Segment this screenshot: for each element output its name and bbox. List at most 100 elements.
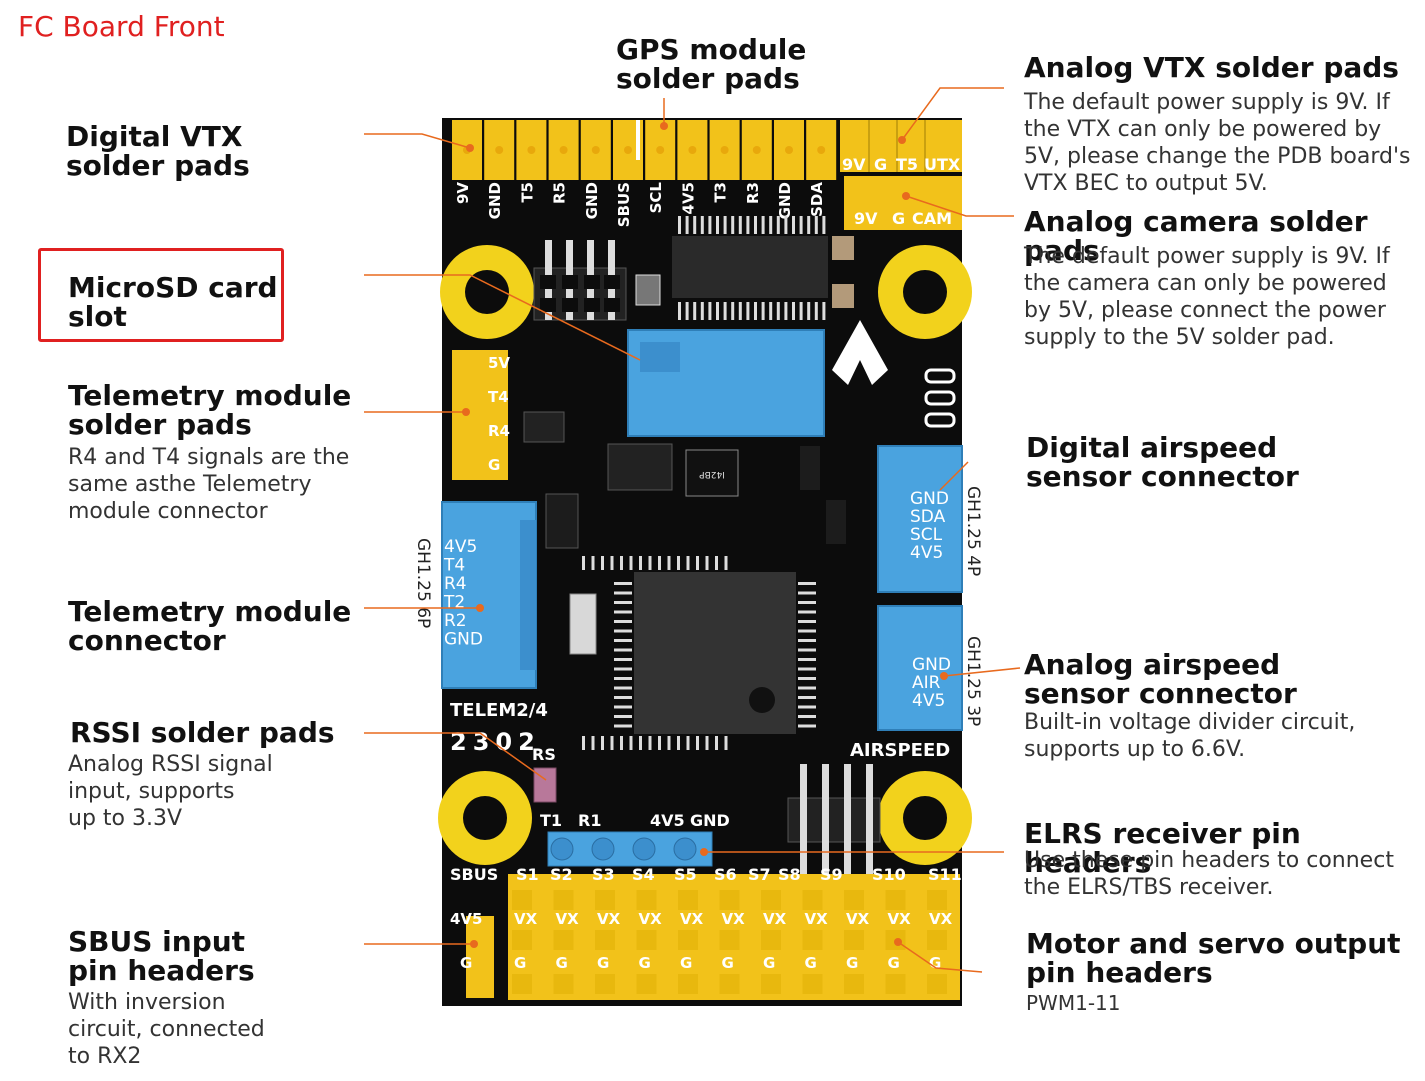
servo-pin — [678, 890, 698, 910]
fuse-pads — [924, 368, 956, 428]
servo-label: S9 — [820, 865, 843, 884]
rs-label: RS — [532, 745, 556, 764]
cam-pad-label: 9V — [854, 209, 878, 228]
elrs-pin-label: T1 — [540, 811, 562, 830]
elrs-receiver-pin-headers — [547, 831, 713, 867]
servo-label: S4 — [632, 865, 655, 884]
g-label: G — [763, 954, 775, 972]
digital-airspeed-type: GH1.25 4P — [963, 486, 983, 576]
telem-conn-pin-label: GND — [444, 630, 483, 650]
elrs-pin-label: R1 — [578, 811, 601, 830]
vtx-pad-label: 9V — [842, 155, 866, 174]
small-sensor — [635, 274, 661, 306]
telemetry-pads-title: Telemetry module solder pads — [68, 379, 352, 441]
vx-label: VX — [929, 910, 953, 928]
analog-airspeed-pin-label: 4V5 — [912, 691, 945, 711]
pad-via — [624, 146, 632, 154]
servo-pin — [885, 890, 906, 910]
analog-vtx-desc: The default power supply is 9V. If the V… — [1024, 90, 1411, 196]
leader-dots — [462, 122, 948, 948]
digital-airspeed-pin-label: SCL — [910, 525, 943, 545]
pad-divider — [636, 120, 640, 160]
rssi-title: RSSI solder pads — [70, 716, 335, 749]
elrs-title: ELRS receiver pin headers — [1024, 817, 1301, 879]
pad-via — [527, 146, 536, 154]
digital-airspeed-title: Digital airspeed sensor connector — [1026, 431, 1299, 493]
microsd-title: MicroSD card slot — [68, 271, 278, 333]
airspeed-label: AIRSPEED — [850, 740, 950, 761]
connector-side — [520, 520, 536, 670]
vx-label: VX — [556, 910, 580, 928]
vx-label: VX — [597, 910, 621, 928]
servo-pin — [719, 890, 740, 910]
vx-label: VX — [680, 910, 704, 928]
header-pin-block-top — [533, 240, 627, 321]
servo-label: SBUS — [450, 865, 498, 884]
capacitor — [832, 284, 854, 308]
rssi-solder-pad — [533, 767, 557, 803]
telem-pad-label: R4 — [488, 422, 510, 440]
servo-pin — [844, 890, 864, 910]
servo-pin — [636, 890, 657, 910]
flash-ic — [672, 216, 828, 320]
header-pin-block-bottom — [787, 764, 881, 874]
top-pad-label: GND — [486, 182, 504, 219]
pad-via — [591, 146, 600, 154]
g-label: G — [888, 954, 900, 972]
cam-pad-label: CAM — [912, 209, 952, 228]
g-label: G — [514, 954, 526, 972]
top-pad-label: T5 — [518, 182, 536, 203]
analog-airspeed-title: Analog airspeed sensor connector — [1024, 648, 1297, 710]
elrs-desc: Use these pin headers to connect the ELR… — [1024, 848, 1394, 900]
transistor — [826, 500, 846, 544]
board-model: 2302 — [450, 728, 541, 756]
servo-pin — [636, 974, 657, 994]
vx-label: VX — [846, 910, 870, 928]
servo-pin — [844, 930, 864, 950]
g-label: G — [805, 954, 817, 972]
servo-pin — [512, 974, 532, 994]
top-pad-label: GND — [583, 182, 601, 219]
servo-pin — [553, 930, 574, 950]
servo-pin — [927, 930, 947, 950]
servo-label: S11 — [928, 865, 962, 884]
rssi-desc: Analog RSSI signal input, supports up to… — [68, 752, 273, 831]
analog-cam-title: Analog camera solder pads — [1024, 205, 1368, 267]
telemetry-conn-title: Telemetry module connector — [68, 595, 352, 657]
top-pad-label: SBUS — [615, 182, 633, 227]
vtx-pad-label: T5 — [896, 155, 918, 174]
imu-chip — [607, 443, 673, 491]
pad-via — [656, 146, 665, 154]
digital-airspeed-pin-label: SDA — [910, 507, 946, 527]
diode — [545, 493, 579, 549]
transistor — [800, 446, 820, 490]
telem-conn-pin-label: T2 — [443, 593, 465, 613]
servo-pin — [636, 930, 657, 950]
servo-label: S6 — [714, 865, 737, 884]
analog-cam-desc: The default power supply is 9V. If the c… — [1024, 244, 1390, 350]
vx-label: VX — [514, 910, 538, 928]
telemetry-pads-desc: R4 and T4 signals are the same asthe Tel… — [68, 445, 350, 524]
servo-pin — [761, 890, 781, 910]
g-label: G — [639, 954, 651, 972]
pad-via — [688, 146, 697, 154]
microsd-highlight-box — [38, 248, 284, 342]
servo-pin — [512, 930, 532, 950]
sbus-title: SBUS input pin headers — [68, 925, 255, 987]
top-pad-label: GND — [776, 182, 794, 219]
pad-via — [720, 146, 729, 154]
microsd-latch — [640, 342, 680, 372]
top-pad-label: R3 — [744, 182, 762, 204]
vx-label: VX — [639, 910, 663, 928]
vtx-pad-label: UTX — [924, 155, 961, 174]
servo-pin — [678, 974, 698, 994]
servo-pin — [802, 974, 823, 994]
analog-airspeed-desc: Built-in voltage divider circuit, suppor… — [1024, 710, 1356, 762]
top-pad-label: 9V — [454, 182, 472, 204]
digital-vtx-title: Digital VTX solder pads — [66, 120, 250, 182]
g-label: G — [722, 954, 734, 972]
